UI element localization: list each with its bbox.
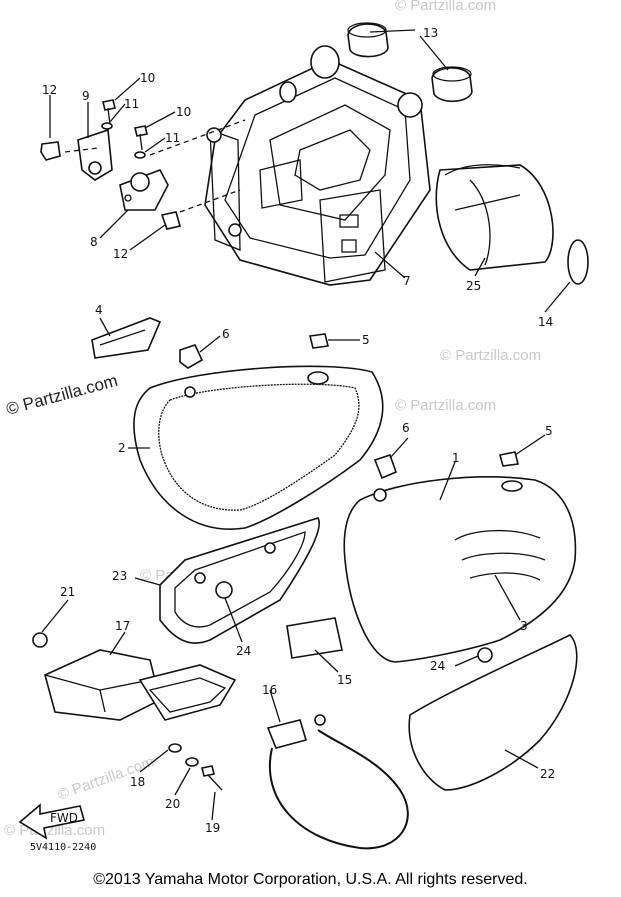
box-drawing — [32, 632, 237, 721]
callout-5: 5 — [362, 333, 370, 347]
callout-14: 14 — [538, 315, 553, 329]
callout-11: 11 — [124, 97, 139, 111]
callout-5: 5 — [545, 424, 553, 438]
copyright-notice: ©2013 Yamaha Motor Corporation, U.S.A. A… — [93, 871, 528, 888]
callout-12: 12 — [113, 247, 128, 261]
callout-8: 8 — [90, 235, 98, 249]
battery-box-drawing — [204, 45, 431, 286]
callout-23: 23 — [112, 569, 127, 583]
side-cover-right — [408, 634, 578, 791]
callout-4: 4 — [95, 303, 103, 317]
tool-bag — [435, 164, 589, 285]
plate — [286, 617, 343, 659]
callout-6: 6 — [222, 327, 230, 341]
callout-11: 11 — [165, 131, 180, 145]
fasteners — [168, 743, 223, 791]
forward-arrow-label: FWD — [50, 811, 78, 825]
callout-21: 21 — [60, 585, 75, 599]
callout-22: 22 — [540, 767, 555, 781]
callout-7: 7 — [403, 274, 411, 288]
emblem-drawing — [91, 317, 162, 359]
callout-6: 6 — [402, 421, 410, 435]
diagram-code: 5V4110-2240 — [30, 842, 96, 853]
callout-3: 3 — [520, 619, 528, 633]
callout-24: 24 — [430, 659, 445, 673]
callout-20: 20 — [165, 797, 180, 811]
callout-15: 15 — [337, 673, 352, 687]
callout-19: 19 — [205, 821, 220, 835]
side-cover-left — [133, 365, 384, 530]
callout-12: 12 — [42, 83, 57, 97]
watermark-faint: © Partzilla.com — [395, 397, 496, 414]
callout-18: 18 — [130, 775, 145, 789]
watermark-faint: © Partzilla.com — [395, 0, 496, 14]
callout-10: 10 — [176, 105, 191, 119]
leader-lines — [41, 29, 571, 821]
wire-lead — [266, 714, 409, 850]
tank-drawing — [343, 476, 577, 663]
watermark-main: © Partzilla.com — [4, 371, 120, 419]
callout-numbers: 13 10 10 11 11 12 9 8 12 7 25 14 4 6 5 2… — [42, 26, 555, 835]
inner-cover — [159, 517, 320, 644]
callout-9: 9 — [82, 89, 90, 103]
callout-10: 10 — [140, 71, 155, 85]
callout-13: 13 — [423, 26, 438, 40]
callout-25: 25 — [466, 279, 481, 293]
callout-17: 17 — [115, 619, 130, 633]
forward-arrow: FWD — [18, 803, 86, 840]
callout-24: 24 — [236, 644, 251, 658]
callout-16: 16 — [262, 683, 277, 697]
bracket-parts — [40, 99, 246, 230]
grommets — [179, 333, 519, 480]
callout-1: 1 — [452, 451, 460, 465]
watermark-faint: © Partzilla.com — [440, 347, 541, 364]
callout-2: 2 — [118, 441, 126, 455]
